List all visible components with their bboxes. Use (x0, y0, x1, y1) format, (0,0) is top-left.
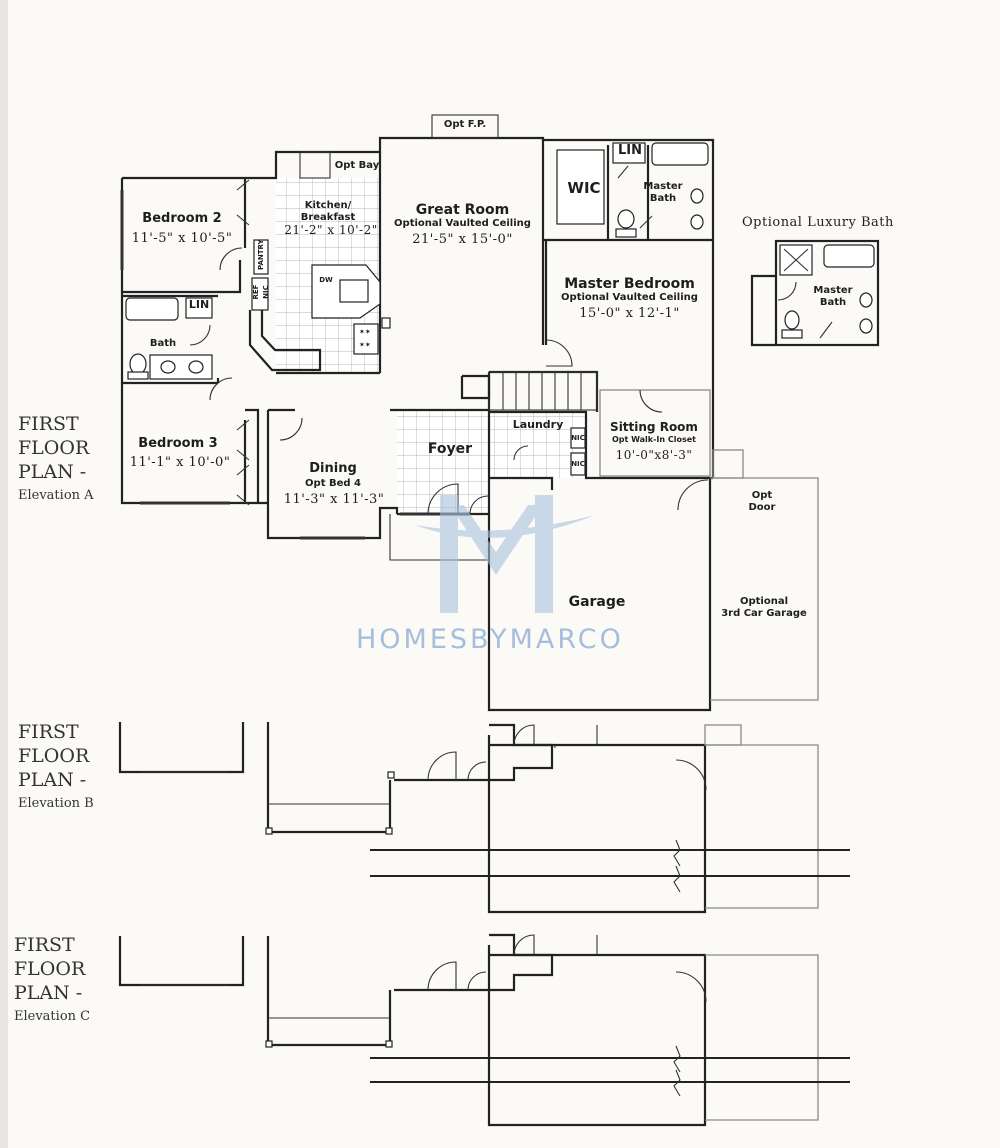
master-bedroom-note: Optional Vaulted Ceiling (561, 292, 698, 303)
elevation-c-name: Elevation C (14, 1009, 91, 1024)
dining-note: Opt Bed 4 (305, 478, 361, 489)
watermark-logo (415, 495, 595, 613)
kitchen-name-line2: Breakfast (300, 211, 356, 223)
elevation-a-title: FIRST FLOOR PLAN - Elevation A (18, 412, 94, 508)
great-room-name: Great Room (415, 202, 510, 218)
elevation-b-name: Elevation B (18, 796, 94, 811)
garage-name: Garage (568, 594, 626, 610)
dining-dims: 11'-3" x 11'-3" (283, 492, 385, 507)
stairs (460, 371, 598, 411)
bedroom3-name: Bedroom 3 (138, 436, 218, 451)
watermark-text: HOMESBYMARCO (356, 624, 624, 655)
elevation-b-line3: PLAN - (18, 769, 87, 791)
laundry-nic2: NIC (571, 460, 585, 468)
laundry-tile (490, 412, 586, 478)
bath-label: Bath (149, 338, 177, 349)
bedroom2-dims: 11'-5" x 10'-5" (131, 231, 233, 246)
third-car-line1: Optional (739, 596, 789, 607)
elevation-c-drawing (118, 933, 850, 1127)
elevation-c-title: FIRST FLOOR PLAN - Elevation C (14, 933, 90, 1029)
elevation-b-line2: FLOOR (18, 745, 90, 767)
elevation-a-name: Elevation A (18, 488, 94, 503)
sitting-room-name: Sitting Room (610, 420, 698, 434)
elevation-b-drawing (118, 722, 850, 914)
sitting-room-note: Opt Walk-In Closet (611, 435, 697, 444)
third-car-line2: 3rd Car Garage (721, 607, 807, 619)
laundry-name: Laundry (512, 418, 564, 431)
elevation-a-line3: PLAN - (18, 461, 87, 483)
opt-door-line2: Door (748, 501, 776, 513)
luxury-bath-line2: Bath (819, 296, 847, 308)
nic-label: NIC (261, 285, 270, 299)
bedroom2-name: Bedroom 2 (142, 211, 222, 226)
luxury-bath-line1: Master (813, 285, 853, 296)
door-swings (189, 165, 709, 515)
laundry-nic1: NIC (571, 434, 585, 442)
label-opt-fp: Opt F.P. (443, 119, 487, 130)
svg-text:✶✶: ✶✶ (359, 341, 371, 349)
master-bedroom-dims: 15'-0" x 12'-1" (579, 306, 680, 321)
elevation-c-line3: PLAN - (14, 982, 83, 1004)
elevation-a-line1: FIRST (18, 413, 79, 435)
wic-label: WIC (567, 179, 601, 197)
kitchen-name-line1: Kitchen/ (304, 200, 352, 211)
dining-name: Dining (309, 461, 357, 476)
master-bath-line1: Master (643, 181, 683, 192)
luxury-bath-title: Optional Luxury Bath (742, 215, 894, 230)
ref-label: REF (251, 284, 260, 300)
master-bedroom-name: Master Bedroom (564, 276, 695, 292)
elevation-b-title: FIRST FLOOR PLAN - Elevation B (18, 720, 94, 816)
svg-text:✶✶: ✶✶ (359, 328, 371, 336)
elevation-a-line2: FLOOR (18, 437, 90, 459)
elevation-c-line1: FIRST (14, 934, 75, 956)
label-opt-bay: Opt Bay (334, 160, 380, 171)
elevation-b-line1: FIRST (18, 721, 79, 743)
great-room-dims: 21'-5" x 15'-0" (412, 232, 513, 247)
dw-label: DW (319, 276, 333, 284)
opt-door-line1: Opt (751, 490, 773, 501)
luxury-bath-drawing (750, 239, 880, 347)
pantry-label: PANTRY (256, 239, 265, 271)
foyer-name: Foyer (427, 441, 473, 457)
elevation-c-line2: FLOOR (14, 958, 86, 980)
sitting-room-dims: 10'-0"x8'-3" (615, 448, 693, 462)
lin-master-label: LIN (617, 143, 642, 158)
lin-hall-label: LIN (188, 298, 210, 311)
bedroom3-dims: 11'-1" x 10'-0" (129, 455, 231, 470)
great-room-note: Optional Vaulted Ceiling (394, 218, 531, 229)
kitchen-dims: 21'-2" x 10'-2" (284, 223, 378, 237)
master-bath-line2: Bath (649, 192, 677, 204)
kitchen-name: Kitchen/Breakfast (276, 200, 380, 223)
